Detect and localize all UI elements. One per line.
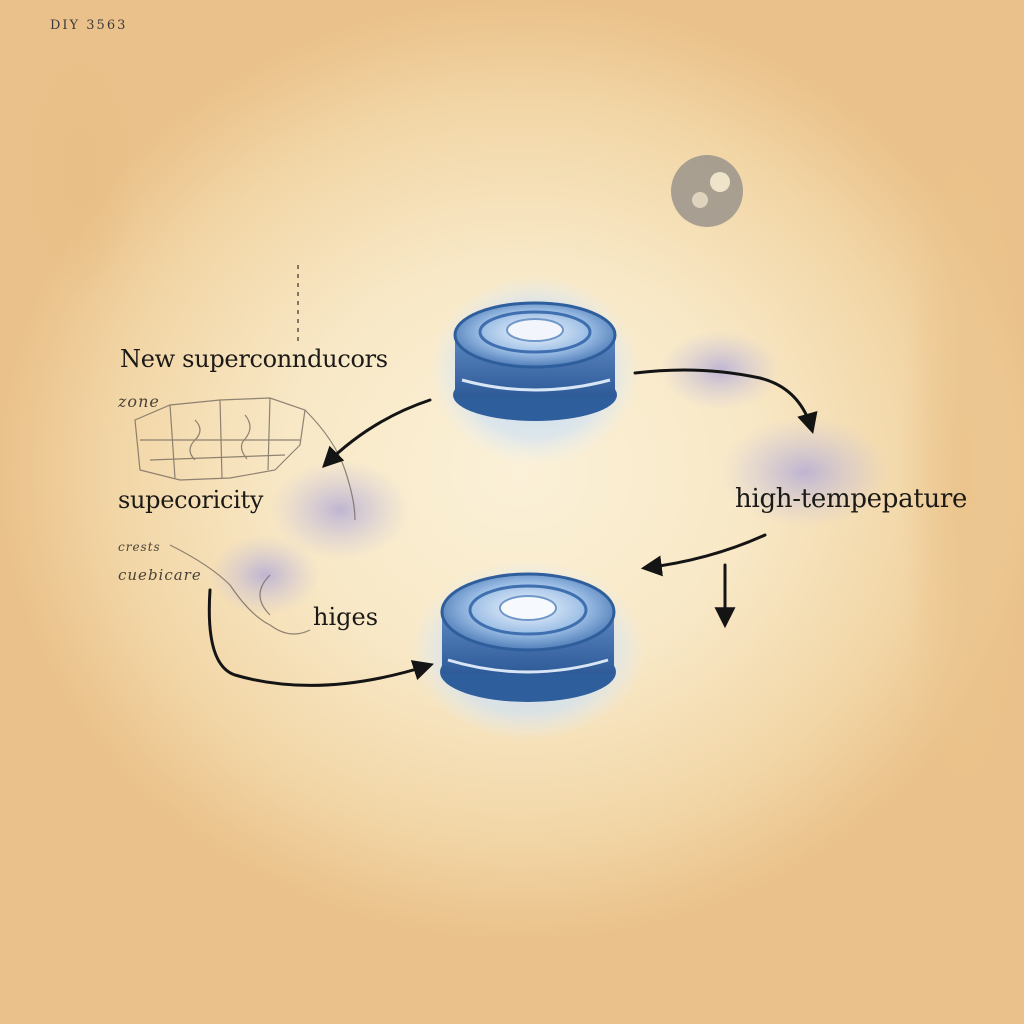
arrow-disc-to-right bbox=[633, 368, 818, 435]
superconductor-disc-top bbox=[430, 275, 640, 465]
label-higes: higes bbox=[313, 603, 379, 631]
handwritten-note-1: crests bbox=[118, 540, 161, 554]
arrow-disc-to-left bbox=[322, 398, 432, 468]
handwritten-note-zone: zone bbox=[118, 392, 160, 411]
handwritten-note-2: cuebicare bbox=[118, 566, 202, 584]
label-new-superconductors: New superconnducors bbox=[120, 345, 388, 373]
label-superconductivity: supecoricity bbox=[118, 486, 264, 514]
arrow-loop-left bbox=[207, 588, 435, 687]
stamp-text: DIY 3563 bbox=[50, 18, 128, 33]
arrow-right-to-bottom bbox=[640, 533, 767, 577]
map-sketch bbox=[134, 397, 356, 635]
lavender-wash-group bbox=[210, 330, 890, 615]
arrows bbox=[207, 368, 818, 687]
grey-blot bbox=[671, 155, 743, 227]
label-high-temperature: high-tempepature bbox=[735, 484, 968, 514]
superconductor-disc-bottom bbox=[410, 560, 646, 740]
